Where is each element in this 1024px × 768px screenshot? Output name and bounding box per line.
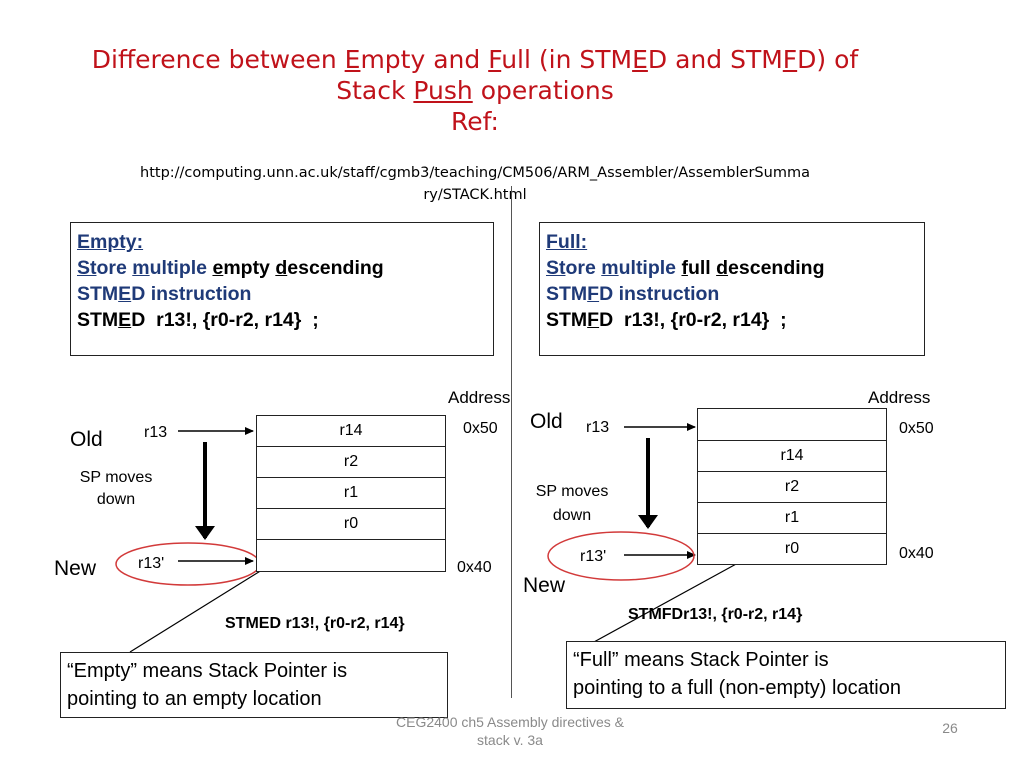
full-instruction-label: STMFD instruction — [546, 283, 720, 305]
divider-line — [511, 186, 512, 698]
right-r13-label: r13 — [586, 419, 610, 436]
empty-expansion: Store multiple empty descending — [77, 257, 384, 279]
full-expansion: Store multiple full descending — [546, 257, 825, 279]
empty-heading: Empty: — [77, 231, 144, 253]
empty-instruction-label: STMED instruction — [77, 283, 252, 305]
left-callout-line — [129, 569, 263, 653]
right-stack-memory: r14 r2 r1 r0 — [697, 408, 887, 565]
left-sp-moves-label: SP moves down — [79, 469, 153, 508]
right-highlight-ellipse — [547, 531, 695, 581]
left-stack-cell: r14 — [256, 415, 446, 447]
full-meaning-note: “Full” means Stack Pointer is pointing t… — [566, 641, 1006, 709]
right-sp-moves-label: SP moves down — [535, 483, 609, 524]
empty-instruction-code: STMED r13!, {r0-r2, r14} ; — [77, 309, 319, 331]
right-addr-top: 0x50 — [899, 420, 934, 437]
right-stack-cell: r14 — [697, 440, 887, 472]
left-sp-down-arrowhead — [195, 526, 215, 540]
left-caption: STMED r13!, {r0-r2, r14} — [225, 615, 405, 632]
title-line-1: Difference between Empty and Full (in ST… — [91, 45, 859, 74]
left-old-label: Old — [70, 428, 103, 451]
right-stack-cell: r2 — [697, 471, 887, 503]
full-heading: Full: — [546, 231, 588, 253]
full-definition-box: Full: Store multiple full descending STM… — [539, 222, 925, 356]
left-address-header: Address — [448, 388, 511, 407]
right-new-label: New — [523, 574, 566, 597]
left-stack-memory: r14 r2 r1 r0 — [256, 415, 446, 572]
left-r13-label: r13 — [144, 424, 168, 441]
right-r13new-label: r13' — [580, 548, 607, 565]
right-stack-cell — [697, 408, 887, 441]
footer-course: CEG2400 ch5 Assembly directives & stack … — [396, 714, 624, 748]
full-instruction-code: STMFD r13!, {r0-r2, r14} ; — [546, 309, 787, 331]
right-stack-cell: r0 — [697, 533, 887, 565]
reference-url[interactable]: http://computing.unn.ac.uk/staff/cgmb3/t… — [140, 165, 810, 203]
empty-definition-box: Empty: Store multiple empty descending S… — [70, 222, 494, 356]
slide-title: Difference between Empty and Full (in ST… — [40, 44, 910, 137]
page-number: 26 — [942, 720, 958, 736]
title-line-2: Stack Push operations — [336, 76, 614, 105]
right-old-label: Old — [530, 410, 563, 433]
right-caption: STMFDr13!, {r0-r2, r14} — [628, 606, 803, 623]
empty-meaning-note: “Empty” means Stack Pointer is pointing … — [60, 652, 448, 718]
left-stack-cell: r2 — [256, 446, 446, 478]
left-addr-top: 0x50 — [463, 420, 498, 437]
right-sp-down-arrowhead — [638, 515, 658, 529]
left-new-label: New — [54, 557, 97, 580]
left-stack-cell — [256, 539, 446, 572]
left-addr-bottom: 0x40 — [457, 559, 492, 576]
left-stack-cell: r0 — [256, 508, 446, 540]
right-callout-line — [582, 562, 739, 649]
right-stack-cell: r1 — [697, 502, 887, 534]
right-addr-bottom: 0x40 — [899, 545, 934, 562]
title-line-3: Ref: — [451, 107, 499, 136]
right-address-header: Address — [868, 388, 931, 407]
left-r13new-label: r13' — [138, 555, 165, 572]
left-stack-cell: r1 — [256, 477, 446, 509]
